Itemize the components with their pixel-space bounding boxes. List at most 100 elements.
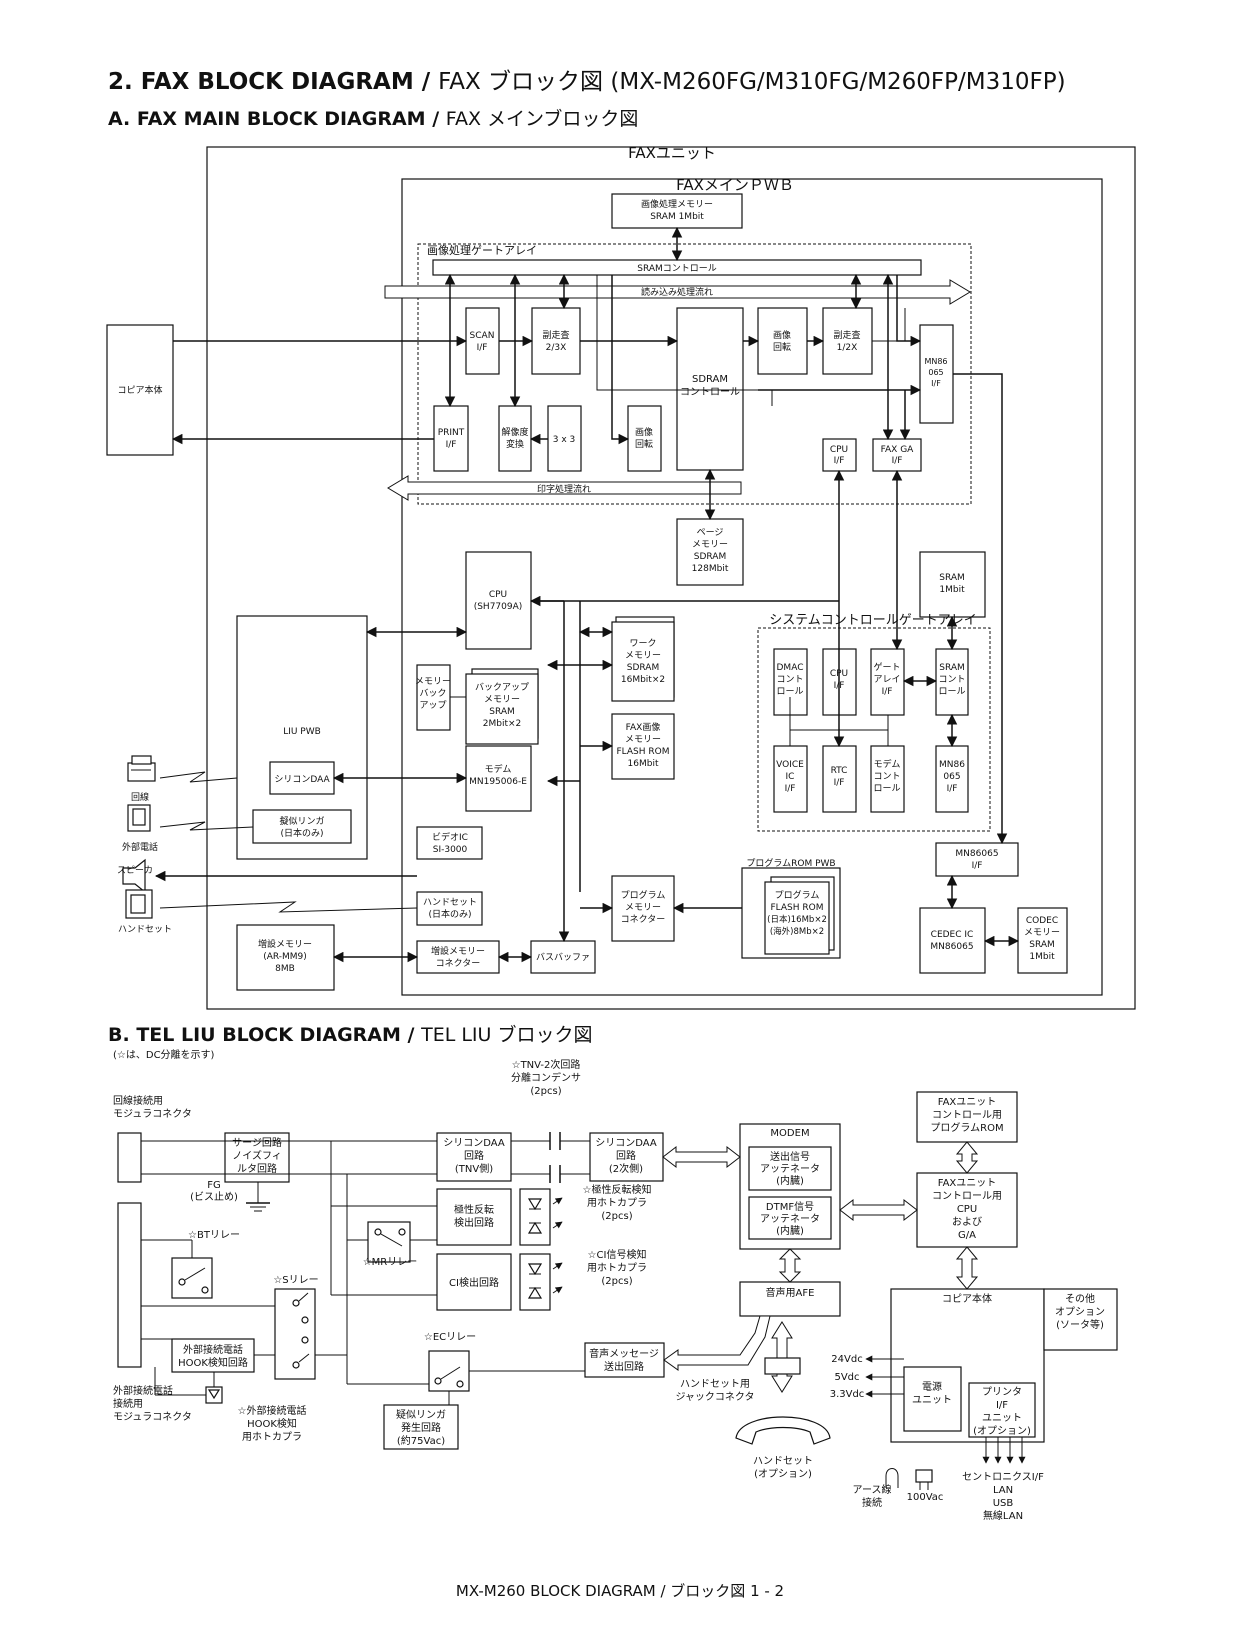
line-modular-connector xyxy=(117,1132,142,1183)
resolution-convert-box xyxy=(498,405,532,472)
section-title: 2. FAX BLOCK DIAGRAM / FAX ブロック図 (MX-M26… xyxy=(108,62,1066,96)
modem-afe-arrow xyxy=(778,1248,802,1283)
volt-3v3: 3.3Vdc xyxy=(830,1389,865,1400)
program-flash-box xyxy=(764,881,830,955)
voice-msg-line2: 送出回路 xyxy=(604,1360,644,1373)
ext-phone-label: 外部電話 xyxy=(122,841,158,853)
daa-tnv-box xyxy=(436,1132,512,1182)
prog-flash-line1: プログラム xyxy=(775,889,820,901)
sram-control-box xyxy=(935,648,969,716)
codec-memory-box xyxy=(1017,907,1068,974)
print-if-line2: I/F xyxy=(446,440,457,450)
ci-detect-box xyxy=(436,1253,512,1311)
fax-img-mem-line1: FAX画像 xyxy=(626,721,661,733)
fax-ga-if-line1: FAX GA xyxy=(881,445,915,455)
tx-att-line1: 送出信号 xyxy=(770,1150,810,1163)
other-opt-line1: その他 xyxy=(1065,1292,1095,1305)
jack-arrow xyxy=(771,1321,793,1393)
printer-if-line2: I/F xyxy=(996,1400,1008,1411)
sram-1mbit-box xyxy=(919,551,986,618)
earth-line1: アース線 xyxy=(853,1483,892,1496)
mn86065-b-line3: I/F xyxy=(947,784,958,794)
tnv-cap-line1: ☆TNV-2次回路 xyxy=(512,1058,581,1071)
res-conv-line1: 解像度 xyxy=(501,426,528,438)
fax-img-mem-line3: FLASH ROM xyxy=(617,747,670,757)
video-ic-line2: SI-3000 xyxy=(433,845,468,855)
codec-mem-line4: 1Mbit xyxy=(1029,952,1055,962)
centronics-line4: 無線LAN xyxy=(983,1509,1023,1522)
liu-pwb-label: LIU PWB xyxy=(283,727,321,737)
modem-cpu-arrow xyxy=(839,1198,918,1222)
modem-ctrl-line2: コント xyxy=(873,772,900,782)
prog-rom-pwb-label: プログラムROM PWB xyxy=(746,857,835,869)
cpu-if-line2: I/F xyxy=(834,456,845,466)
photocoupler-diode-icons xyxy=(207,1197,563,1400)
sram-1mbit-line2: 1Mbit xyxy=(939,585,965,595)
mem-backup-line1: メモリー xyxy=(415,677,451,687)
sdram-ctrl-line1: SDRAM xyxy=(692,374,728,385)
diagram-a-connections xyxy=(154,226,1020,963)
three-by-three-box xyxy=(547,405,582,472)
tx-att-line3: (内臓) xyxy=(776,1174,804,1187)
daa-secondary-box xyxy=(589,1132,664,1182)
backup-mem-line4: 2Mbit×2 xyxy=(483,719,522,729)
pseudo-ringer-gen-box xyxy=(383,1404,459,1450)
rtc-line1: RTC xyxy=(831,766,848,776)
fax-cpu-line2: コントロール用 xyxy=(932,1191,1002,1202)
ext-hook-box xyxy=(171,1338,255,1373)
page-mem-line3: SDRAM xyxy=(694,552,726,562)
rtc-line2: I/F xyxy=(834,778,845,788)
section-title-en: 2. FAX BLOCK DIAGRAM / xyxy=(108,69,439,95)
codec-mem-line3: SRAM xyxy=(1029,940,1055,950)
surge-line2: ノイズフィ xyxy=(232,1149,282,1162)
daa-2nd-line2: 回路 xyxy=(616,1149,636,1162)
page-footer: MX-M260 BLOCK DIAGRAM / ブロック図 1 - 2 xyxy=(455,1582,785,1600)
handset-label: ハンドセット xyxy=(118,924,172,935)
main-connector-bar xyxy=(117,1202,142,1368)
video-ic-line1: ビデオIC xyxy=(432,831,468,843)
print-if-box xyxy=(433,405,469,472)
dmac-line2: コント xyxy=(776,675,803,685)
fax-img-mem-line4: 16Mbit xyxy=(628,759,659,769)
img-rot1-line2: 回転 xyxy=(773,342,791,353)
image-mem-line2: SRAM 1Mbit xyxy=(650,212,704,222)
mr-relay-label: ☆MRリレー xyxy=(363,1257,418,1268)
bt-relay-label: ☆BTリレー xyxy=(188,1230,240,1241)
sub-scan-23-line2: 2/3X xyxy=(546,343,567,353)
modem-control-box xyxy=(870,745,905,813)
img-rot2-line1: 画像 xyxy=(635,426,653,438)
ext-mem-conn-line1: 増設メモリー xyxy=(431,945,485,957)
backup-mem-line2: メモリー xyxy=(484,695,520,705)
codec-ic-line1: CEDEC IC xyxy=(931,930,974,940)
mn86065-c-line1: MN86065 xyxy=(955,849,998,859)
codec-mem-line1: CODEC xyxy=(1026,916,1058,926)
handset-phone-icon xyxy=(735,1416,831,1445)
handset-connector-box xyxy=(416,891,483,926)
mn86065-c-line2: I/F xyxy=(972,861,983,871)
ec-relay-label: ☆ECリレー xyxy=(424,1332,476,1343)
sdram-ctrl-line2: コントロール xyxy=(680,387,740,398)
silicon-daa-box xyxy=(269,761,335,795)
fax-img-mem-line2: メモリー xyxy=(625,735,661,745)
ci-photocoupler xyxy=(519,1253,551,1311)
fax-rom-line1: FAXユニット xyxy=(938,1097,997,1108)
subsection-b-title-en: B. TEL LIU BLOCK DIAGRAM / xyxy=(108,1024,422,1046)
sub-scan-12-line2: 1/2X xyxy=(837,343,858,353)
print-if-line1: PRINT xyxy=(438,428,465,438)
memory-backup-box xyxy=(416,664,451,731)
subsection-b-title-jp: TEL LIU ブロック図 xyxy=(421,1024,593,1046)
page-mem-line4: 128Mbit xyxy=(692,564,729,574)
polarity-photocoupler xyxy=(519,1188,551,1246)
mn86065-b-line1: MN86 xyxy=(939,760,965,770)
work-mem-line3: SDRAM xyxy=(627,663,659,673)
cpu-main-box xyxy=(465,551,532,650)
diagram-b-connections xyxy=(141,1132,1026,1464)
dmac-line1: DMAC xyxy=(777,663,804,673)
surge-line3: ルタ回路 xyxy=(237,1162,277,1175)
scan-if-box xyxy=(465,307,500,375)
mn86065-a-line3: I/F xyxy=(931,379,941,388)
page-memory-box xyxy=(676,518,744,586)
fax-main-block-diagram xyxy=(106,146,1136,1010)
copier-body-b-label: コピア本体 xyxy=(942,1292,992,1305)
